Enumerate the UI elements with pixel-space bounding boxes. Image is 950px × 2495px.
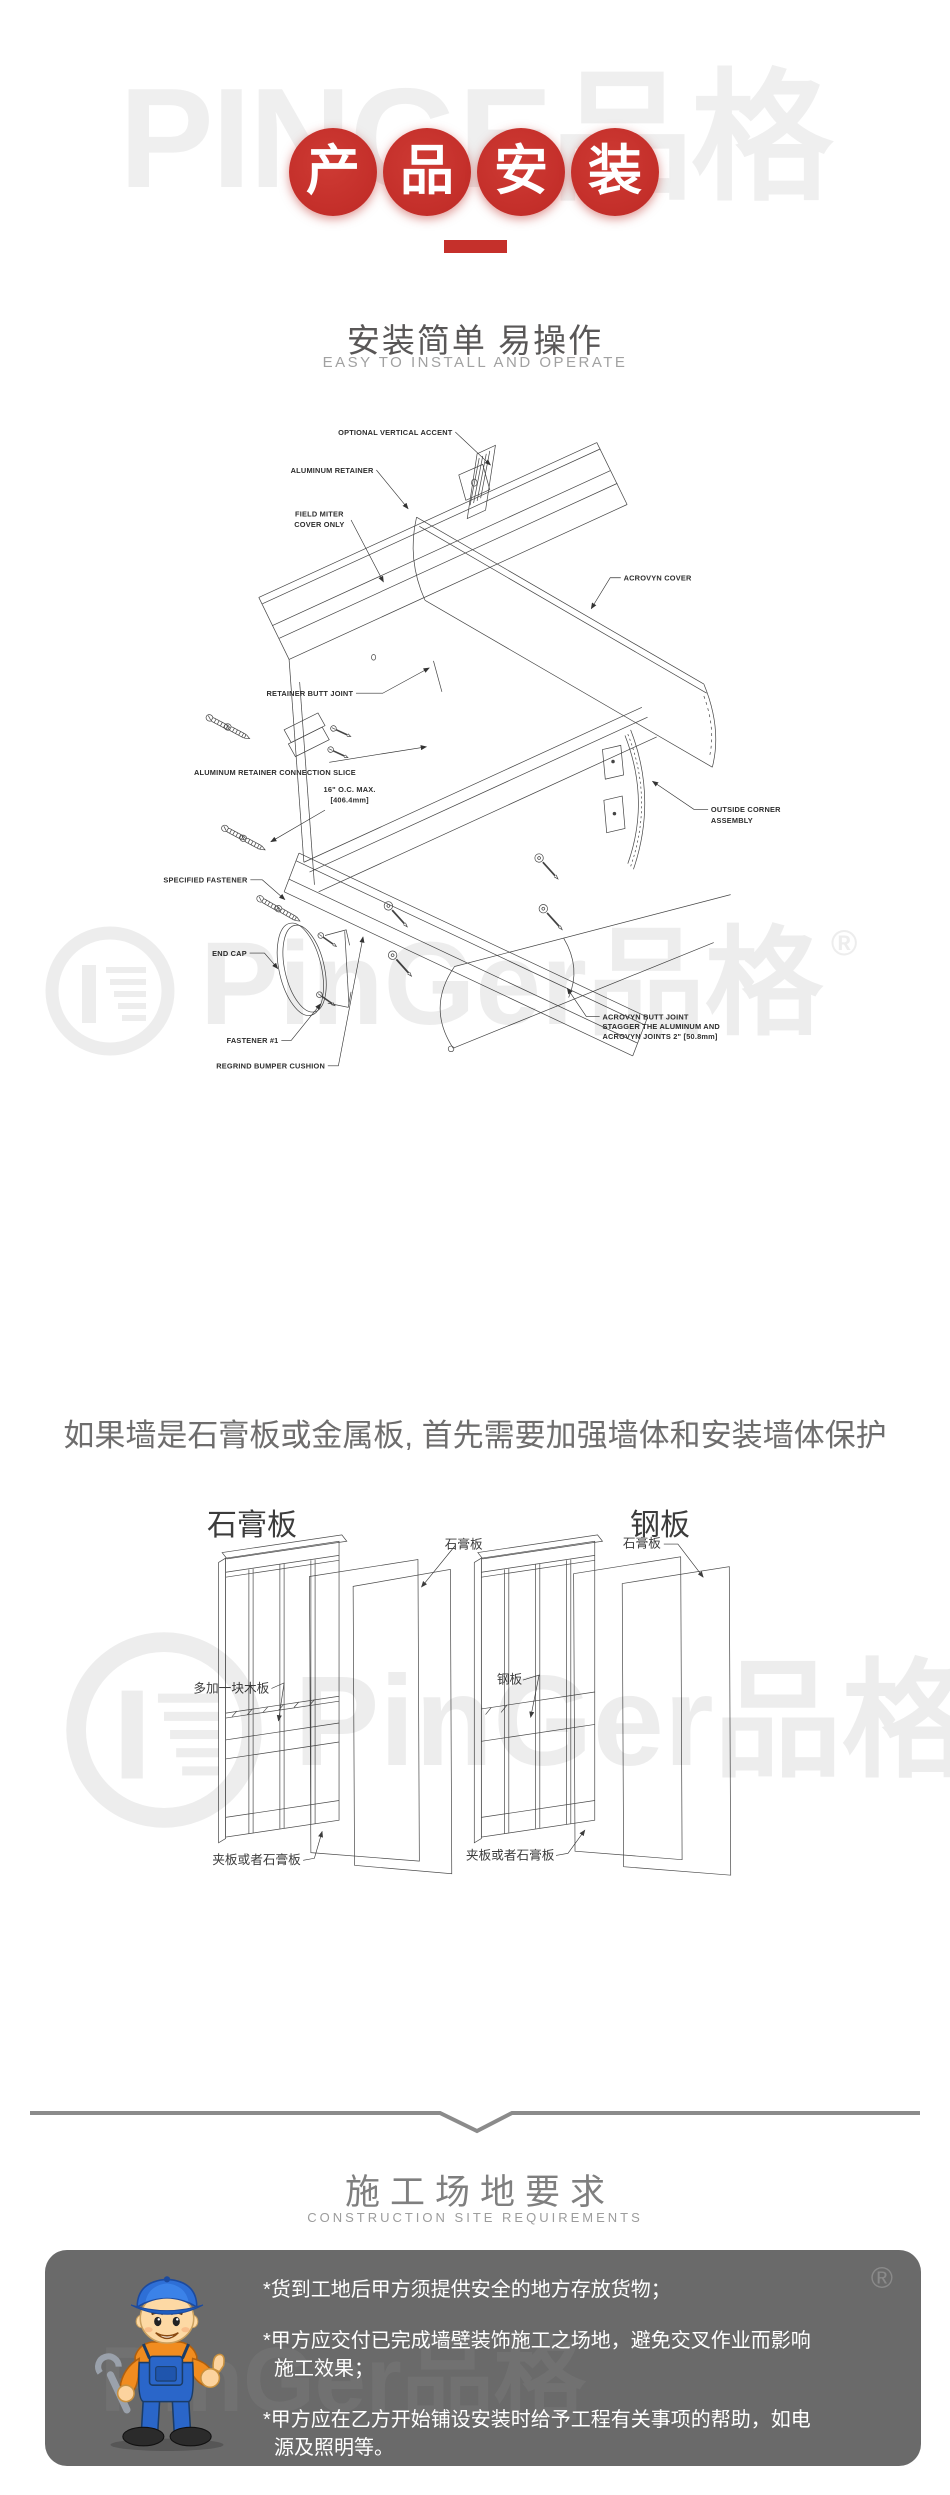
steel-plate-title: 钢板 bbox=[630, 1509, 690, 1542]
badge-circle-1: 产 bbox=[289, 128, 377, 216]
badge-circle-2: 品 bbox=[383, 128, 471, 216]
badge-circle-4: 装 bbox=[571, 128, 659, 216]
requirement-item-3: *甲方应在乙方开始铺设安装时给予工程有关事项的帮助，如电 源及照明等。 bbox=[263, 2409, 811, 2459]
wall-note-sentence: 如果墙是石膏板或金属板, 首先需要加强墙体和安装墙体保护 bbox=[63, 1418, 887, 1453]
retainer-frame bbox=[288, 659, 657, 893]
fastener-anchors bbox=[205, 714, 563, 1007]
label-end-cap: END CAP bbox=[212, 949, 247, 958]
label-optional-vertical-accent: OPTIONAL VERTICAL ACCENT bbox=[338, 428, 453, 437]
brand-watermark-top: PINGE品格 bbox=[119, 59, 833, 218]
right-stud-frame bbox=[473, 1534, 604, 1844]
requirement-item-1: *货到工地后甲方须提供安全的地方存放货物； bbox=[263, 2279, 671, 2301]
retainer-connection-slice bbox=[283, 712, 330, 758]
right-label-steel-plate: 钢板 bbox=[497, 1673, 523, 1687]
right-label-plywood-or-gypsum: 夹板或者石膏板 bbox=[466, 1848, 555, 1863]
brand-watermark-diagram1: PinGer品格 ® bbox=[44, 925, 857, 1057]
left-panels bbox=[309, 1559, 453, 1875]
brand-logo-icon bbox=[45, 926, 175, 1056]
label-oc-max-2: [406.4mm] bbox=[330, 795, 369, 804]
install-section-title: 安装简单 易操作 bbox=[346, 322, 604, 359]
right-panels bbox=[573, 1556, 732, 1876]
registered-mark: ® bbox=[870, 2262, 893, 2295]
lower-retainer-rail bbox=[283, 852, 648, 1057]
vertical-accent-strip bbox=[458, 444, 496, 520]
installation-exploded-diagram: OPTIONAL VERTICAL ACCENT ALUMINUM RETAIN… bbox=[163, 428, 781, 1071]
label-regrind-bumper-cushion: REGRIND BUMPER CUSHION bbox=[216, 1062, 325, 1071]
requirements-box: PinGer品格 ® bbox=[45, 2250, 921, 2466]
left-stud-frame bbox=[218, 1534, 348, 1844]
label-acrovyn-butt-joint-1: ACROVYN BUTT JOINT bbox=[602, 1012, 688, 1021]
left-label-extra-wood-board: 多加一块木板 bbox=[193, 1682, 269, 1696]
label-acrovyn-butt-joint-3: ACROVYN JOINTS 2" [50.8mm] bbox=[602, 1032, 717, 1041]
label-outside-corner-2: ASSEMBLY bbox=[711, 816, 753, 825]
label-connection-slice: ALUMINUM RETAINER CONNECTION SLICE bbox=[194, 768, 356, 777]
wall-leader-lines bbox=[271, 1543, 704, 1861]
leader-lines bbox=[249, 431, 709, 1067]
brand-logo-icon bbox=[66, 1632, 262, 1828]
requirement-item-2: *甲方应交付已完成墙壁装饰施工之场地，避免交叉作业而影响 施工效果； bbox=[263, 2330, 811, 2380]
label-retainer-butt-joint: RETAINER BUTT JOINT bbox=[267, 689, 354, 698]
label-outside-corner-1: OUTSIDE CORNER bbox=[711, 805, 781, 814]
left-label-gypsum-panel: 石膏板 bbox=[445, 1536, 483, 1551]
label-field-miter-2: COVER ONLY bbox=[294, 520, 344, 529]
install-section-subtitle: EASY TO INSTALL AND OPERATE bbox=[322, 354, 628, 371]
acrovyn-cover-panel bbox=[412, 516, 717, 768]
label-aluminum-retainer: ALUMINUM RETAINER bbox=[291, 466, 374, 475]
outside-corner-assembly bbox=[602, 729, 646, 870]
right-label-gypsum-panel: 石膏板 bbox=[623, 1536, 661, 1551]
left-label-plywood-or-gypsum: 夹板或者石膏板 bbox=[212, 1852, 301, 1867]
label-acrovyn-cover: ACROVYN COVER bbox=[624, 574, 692, 583]
red-divider-bar bbox=[444, 240, 507, 253]
worker-mascot-illustration bbox=[87, 2268, 247, 2453]
label-fastener-1: FASTENER #1 bbox=[227, 1036, 279, 1045]
label-field-miter-1: FIELD MITER bbox=[295, 509, 344, 518]
label-oc-max-1: 16" O.C. MAX. bbox=[324, 785, 376, 794]
badge-circle-3: 安 bbox=[477, 128, 565, 216]
site-requirements-list: *货到工地后甲方须提供安全的地方存放货物； *甲方应交付已完成墙壁装饰施工之场地… bbox=[263, 2276, 908, 2466]
label-specified-fastener: SPECIFIED FASTENER bbox=[163, 876, 248, 885]
site-section-subtitle: CONSTRUCTION SITE REQUIREMENTS bbox=[307, 2210, 643, 2225]
label-acrovyn-butt-joint-2: STAGGER THE ALUMINUM AND bbox=[602, 1022, 720, 1031]
gypsum-board-title: 石膏板 bbox=[207, 1509, 297, 1542]
wall-reinforcement-diagrams: 石膏板 多加一块木板 夹板或者石膏板 石膏板 钢板 夹板或者石膏板 bbox=[193, 1534, 732, 1876]
aluminum-retainer-rail bbox=[258, 442, 628, 661]
chevron-divider bbox=[30, 2111, 920, 2134]
brand-watermark-diagram2: PinGer品格 ® bbox=[64, 1630, 950, 1830]
site-section-title: 施工场地要求 bbox=[344, 2173, 615, 2212]
